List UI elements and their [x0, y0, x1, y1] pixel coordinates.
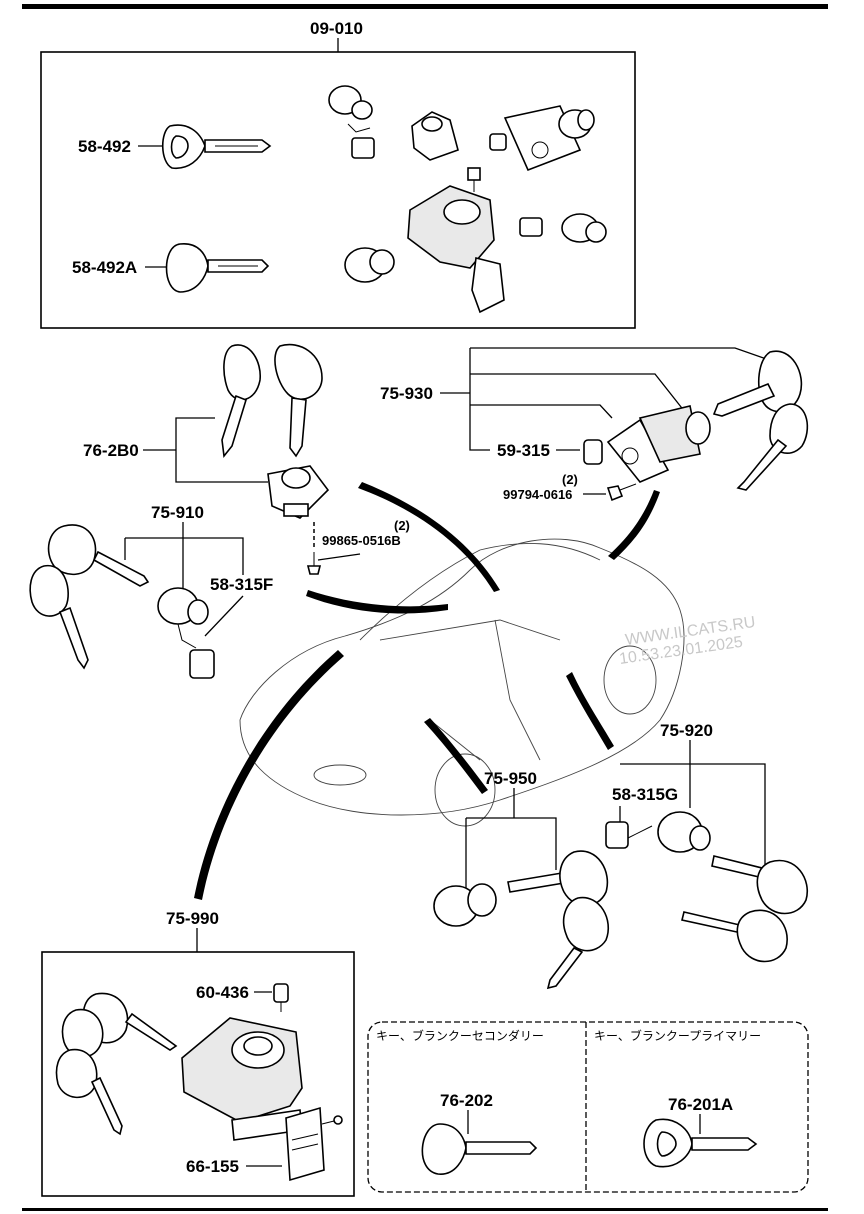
label-qty-2-b: (2)	[394, 518, 410, 533]
lock-cylinder-icon	[433, 883, 497, 927]
lock-cylinder-icon	[157, 587, 215, 679]
pointer-swoosh	[358, 482, 500, 592]
pointer-swoosh	[194, 650, 344, 900]
label-75-990: 75-990	[166, 909, 219, 928]
lock-cylinder-icon	[328, 85, 375, 159]
top-border	[22, 4, 828, 9]
bolt-icon	[606, 483, 637, 502]
pointer-swoosh	[424, 718, 488, 794]
ignition-set-box	[41, 951, 355, 1197]
car-outline-icon	[239, 538, 685, 827]
label-59-315: 59-315	[497, 441, 550, 460]
key-icon	[712, 350, 809, 491]
key-icon	[161, 124, 272, 170]
label-qty-2-a: (2)	[562, 472, 578, 487]
ignition-switch-icon	[181, 1017, 303, 1141]
bolt-icon	[321, 1115, 343, 1125]
label-76-2B0: 76-2B0	[83, 441, 139, 460]
label-58-492A: 58-492A	[72, 258, 137, 277]
bolt-icon	[306, 552, 322, 575]
key-icon	[221, 343, 323, 458]
label-75-910: 75-910	[151, 503, 204, 522]
lock-cylinder-icon	[605, 811, 711, 853]
lock-cylinder-icon	[411, 111, 459, 161]
label-76-201A: 76-201A	[668, 1095, 733, 1114]
lock-cylinder-icon	[583, 405, 711, 483]
ignition-switch-icon	[407, 167, 505, 314]
key-icon	[165, 243, 270, 293]
label-99794-0616: 99794-0616	[503, 487, 572, 502]
label-99865-0516B: 99865-0516B	[322, 533, 401, 548]
key-icon	[681, 855, 809, 963]
label-58-315G: 58-315G	[612, 785, 678, 804]
label-60-436: 60-436	[196, 983, 249, 1002]
blank-keys-box	[367, 1021, 809, 1193]
ignition-switch-icon	[267, 465, 330, 519]
label-76-202: 76-202	[440, 1091, 493, 1110]
label-75-930: 75-930	[380, 384, 433, 403]
blank-primary-title: キー、ブランクープライマリー	[594, 1028, 761, 1043]
key-icon	[55, 992, 178, 1136]
key-icon	[421, 1123, 538, 1175]
lock-cylinder-icon	[344, 247, 395, 283]
key-icon	[643, 1118, 758, 1168]
kit-box	[40, 51, 636, 329]
blank-secondary-title: キー、ブランクーセコンダリー	[376, 1028, 544, 1043]
pointer-swoosh	[306, 590, 448, 614]
key-icon	[507, 850, 610, 990]
pointer-swoosh	[608, 490, 660, 560]
pointer-swoosh	[566, 672, 614, 750]
label-09-010: 09-010	[310, 19, 363, 38]
bottom-border	[22, 1208, 828, 1211]
label-66-155: 66-155	[186, 1157, 239, 1176]
label-75-920: 75-920	[660, 721, 713, 740]
key-icon	[29, 524, 150, 670]
bolt-icon	[273, 983, 289, 1012]
label-58-315F: 58-315F	[210, 575, 273, 594]
lock-cylinder-icon	[519, 213, 607, 243]
lock-cylinder-icon	[489, 105, 595, 172]
label-58-492: 58-492	[78, 137, 131, 156]
label-75-950: 75-950	[484, 769, 537, 788]
